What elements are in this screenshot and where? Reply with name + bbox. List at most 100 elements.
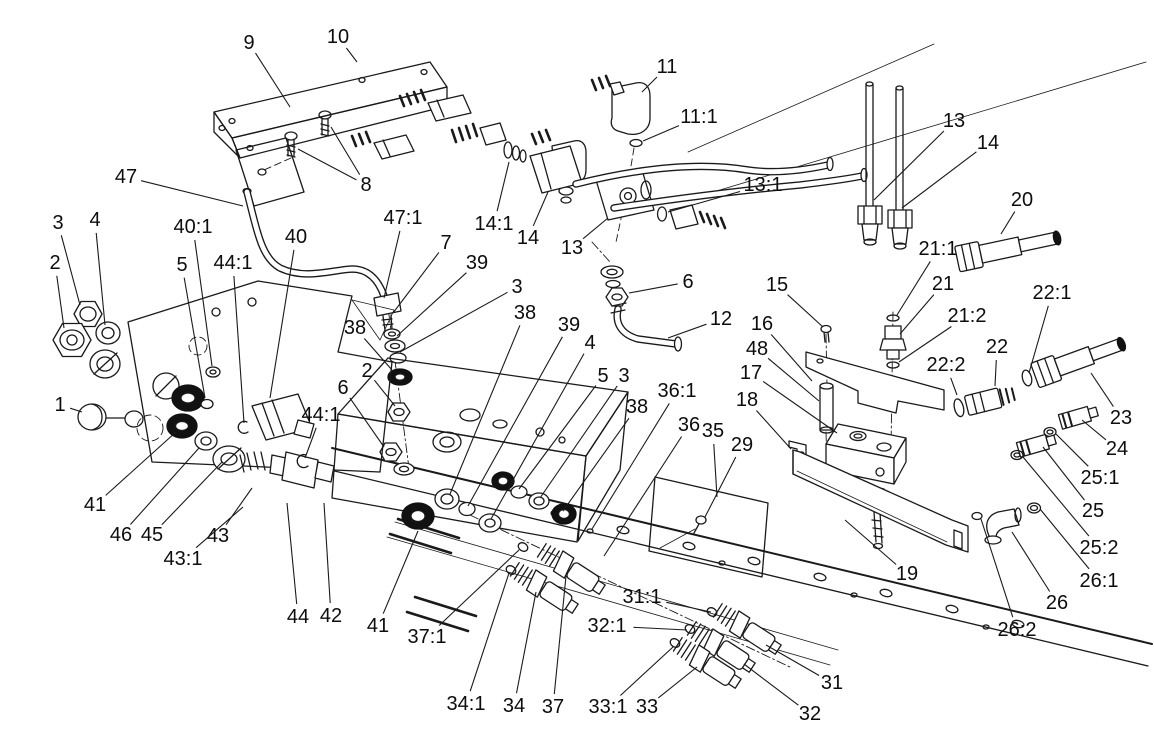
leader-line-22 bbox=[994, 359, 997, 387]
leader-line-46 bbox=[129, 447, 200, 525]
callout-2: 2 bbox=[49, 252, 60, 274]
spool-40 bbox=[251, 393, 315, 441]
callout-47:1: 47:1 bbox=[384, 207, 423, 229]
leader-line-22:1 bbox=[1028, 305, 1049, 374]
leader-line-21:1 bbox=[896, 261, 931, 316]
callout-13: 13 bbox=[943, 110, 965, 132]
callout-46: 46 bbox=[110, 524, 132, 546]
leader-line-45 bbox=[161, 461, 223, 526]
callout-23: 23 bbox=[1110, 407, 1132, 429]
installed-tubes bbox=[857, 81, 913, 250]
leader-line-34 bbox=[515, 591, 537, 694]
leader-line-25:2 bbox=[1022, 456, 1090, 537]
callout-24: 24 bbox=[1106, 438, 1128, 460]
leader-line-21 bbox=[899, 294, 935, 335]
callout-26:2: 26:2 bbox=[998, 619, 1037, 641]
leader-line-18 bbox=[755, 410, 792, 450]
callout-43: 43 bbox=[207, 525, 229, 547]
channel-bracket-19 bbox=[792, 449, 969, 553]
callout-33:1: 33:1 bbox=[589, 696, 628, 718]
callout-3: 3 bbox=[52, 212, 63, 234]
callout-31:1: 31:1 bbox=[623, 586, 662, 608]
fitting-25 bbox=[1015, 433, 1057, 458]
callout-33: 33 bbox=[636, 696, 658, 718]
callout-12: 12 bbox=[710, 308, 732, 330]
leader-line-10 bbox=[345, 47, 358, 63]
callout-41: 41 bbox=[367, 615, 389, 637]
callout-34:1: 34:1 bbox=[447, 693, 486, 715]
plate-35 bbox=[648, 476, 769, 578]
leader-line-19 bbox=[844, 519, 897, 565]
spool-seal-group bbox=[166, 366, 335, 489]
leader-line-35 bbox=[713, 443, 718, 498]
leader-line-24 bbox=[1081, 419, 1107, 441]
hex-nut-6 bbox=[379, 442, 403, 462]
leader-line-2 bbox=[373, 379, 396, 407]
callout-5: 5 bbox=[597, 365, 608, 387]
callout-47: 47 bbox=[115, 166, 137, 188]
callout-18: 18 bbox=[736, 389, 758, 411]
screw-8b bbox=[318, 110, 332, 137]
callout-48: 48 bbox=[746, 338, 768, 360]
leader-line-4 bbox=[95, 232, 106, 326]
callout-44: 44 bbox=[287, 606, 309, 628]
leader-line-11 bbox=[641, 76, 658, 93]
leader-line-5 bbox=[518, 385, 597, 490]
callout-15: 15 bbox=[766, 274, 788, 296]
leader-line-47:1 bbox=[383, 230, 401, 299]
callout-21: 21 bbox=[932, 273, 954, 295]
leader-line-2 bbox=[56, 275, 65, 329]
callout-44:1: 44:1 bbox=[214, 252, 253, 274]
washer-4 bbox=[95, 321, 121, 345]
leader-line-39 bbox=[396, 272, 467, 337]
callout-39: 39 bbox=[466, 252, 488, 274]
leader-line-26 bbox=[1011, 531, 1051, 592]
callout-11: 11 bbox=[657, 56, 678, 78]
washer-14-1 bbox=[503, 141, 513, 159]
hose-20 bbox=[954, 230, 1062, 273]
leader-line-12 bbox=[667, 323, 707, 339]
leader-line-13 bbox=[873, 130, 945, 201]
callout-32: 32 bbox=[799, 703, 821, 725]
callout-37:1: 37:1 bbox=[408, 626, 447, 648]
leader-line-44:1 bbox=[233, 275, 245, 424]
callout-2: 2 bbox=[361, 360, 372, 382]
leader-line-40:1 bbox=[194, 239, 213, 367]
leader-line-39 bbox=[467, 336, 563, 507]
callout-38: 38 bbox=[626, 396, 648, 418]
support-bracket bbox=[235, 137, 305, 207]
leader-line-42 bbox=[323, 502, 331, 604]
hose-12-stack bbox=[591, 241, 683, 352]
leader-line-3 bbox=[399, 291, 508, 353]
callout-40: 40 bbox=[285, 226, 307, 248]
fitting-cluster bbox=[350, 74, 868, 230]
tube-47 bbox=[242, 187, 388, 300]
callout-38: 38 bbox=[344, 317, 366, 339]
screw-15 bbox=[820, 324, 832, 334]
leader-line-5 bbox=[183, 277, 206, 399]
cartridge-valves-left bbox=[505, 542, 606, 614]
leader-line-43 bbox=[225, 487, 253, 526]
callout-29: 29 bbox=[731, 434, 753, 456]
callout-26: 26 bbox=[1046, 592, 1068, 614]
callout-44:1: 44:1 bbox=[302, 404, 341, 426]
callout-17: 17 bbox=[740, 362, 762, 384]
leader-line-7 bbox=[392, 252, 440, 314]
callout-45: 45 bbox=[141, 524, 163, 546]
callout-38: 38 bbox=[514, 302, 536, 324]
callout-22:1: 22:1 bbox=[1033, 282, 1072, 304]
leader-line-33 bbox=[657, 666, 698, 699]
banjo-fitting-stack bbox=[373, 292, 415, 476]
fitting-21 bbox=[879, 314, 907, 369]
callout-41: 41 bbox=[84, 494, 106, 516]
leader-line-37 bbox=[553, 575, 567, 695]
callout-34: 34 bbox=[503, 695, 525, 717]
callout-6: 6 bbox=[682, 271, 693, 293]
hex-nut-3 bbox=[73, 300, 103, 328]
o-ring-22-1 bbox=[1021, 369, 1033, 387]
callout-37: 37 bbox=[542, 696, 564, 718]
callout-4: 4 bbox=[584, 332, 595, 354]
leader-line-37:1 bbox=[438, 549, 520, 626]
